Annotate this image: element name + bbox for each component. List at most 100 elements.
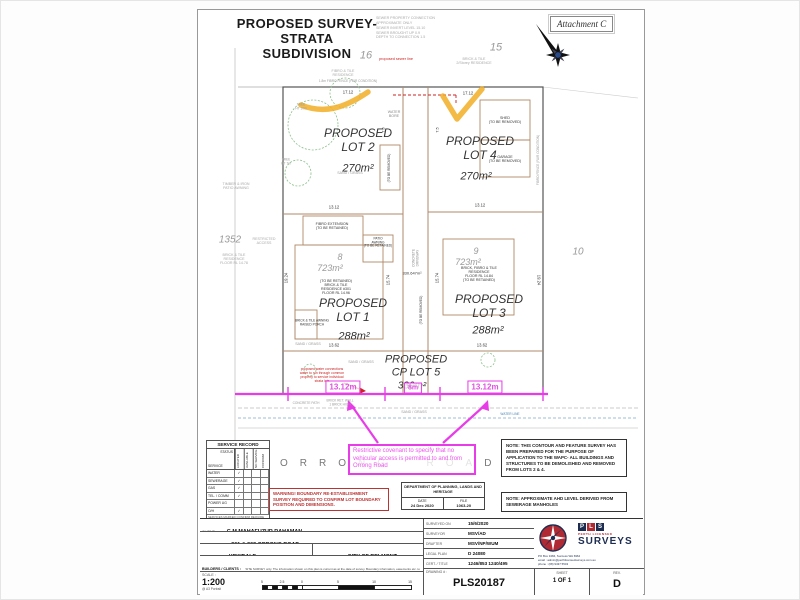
logo-tagline: PERTH LICENSED: [578, 532, 613, 536]
service-tick: [252, 485, 261, 492]
service-tick: ✓: [235, 477, 244, 484]
sewer-connection-notes: SEWER PROPERTY CONNECTION APPROXIMATE ON…: [376, 16, 435, 40]
plan-label: PROPOSED LOT 4: [445, 134, 515, 162]
scalebar-number: 5: [337, 580, 339, 584]
client-value: G M MAHAFUZUR RAHAMAN: [226, 529, 303, 532]
service-tick: ✓: [235, 485, 244, 492]
plan-label: (TO BE REMOVED): [419, 295, 424, 325]
col-confirm: CONFIRM: [261, 454, 266, 468]
address-value: 301 & 303 ORRONG ROAD: [231, 542, 299, 543]
attachment-label: Attachment C: [547, 14, 616, 34]
service-tick: [261, 485, 270, 492]
service-tick: [235, 500, 244, 507]
contour-survey-note: NOTE: THIS CONTOUR AND FEATURE SURVEY HA…: [501, 439, 627, 477]
plan-label: RESTRICTED ACCESS: [252, 236, 276, 245]
plan-label: TIMBER & IRON PATIO AWNING: [222, 181, 250, 190]
plan-label: WATER BORE: [387, 109, 401, 118]
service-tick: ✓: [235, 492, 244, 499]
service-tick: [261, 477, 270, 484]
plan-label: FIBRO EXTENSION (TO BE RETAINED): [315, 221, 349, 230]
frontage-dim-left: 13.12m: [325, 380, 361, 394]
service-tick: [244, 492, 253, 499]
col-available: AVAILABLE: [243, 449, 253, 469]
service-tick: [244, 507, 253, 514]
service-row: GAS✓: [207, 485, 270, 493]
plan-label: CONCRETE PATH: [292, 401, 320, 406]
service-tick: [252, 500, 261, 507]
plan-drawing: [234, 48, 639, 516]
scalebar-number: 2.5: [279, 580, 285, 584]
plan-label: 723m²: [317, 262, 343, 273]
tree-symbols: [284, 77, 496, 377]
service-name: GAS: [207, 485, 236, 492]
plan-label: TREE HT 10m: [295, 102, 307, 110]
service-name: WATER: [207, 470, 236, 477]
plan-label: SAND / GRASS: [295, 341, 321, 346]
authority-value: CITY OF BELMONT: [348, 554, 397, 555]
plan-label: SHED (TO BE REMOVED): [488, 115, 522, 124]
logo-compass-icon: [539, 524, 567, 552]
department-stamp: DEPARTMENT OF PLANNING, LANDS AND HERITA…: [401, 482, 485, 510]
sheet-value: 1 OF 1: [552, 578, 572, 584]
plan-label: 288m²: [338, 330, 370, 343]
covenant-note: Restrictive covenant to specify that no …: [348, 444, 476, 475]
plan-label: 723m²: [455, 256, 481, 267]
plan-label: 13.62: [328, 342, 340, 348]
surveyed-value: 15/6/2020: [468, 521, 489, 526]
plan-label: BRICK & TILE 2/Storey RESIDENCE: [456, 56, 492, 65]
plan-label: 8: [337, 251, 343, 262]
plan-label: (TO BE REMOVED): [387, 153, 392, 183]
service-row: TEL. / COMM✓: [207, 492, 270, 500]
rev-value: D: [613, 578, 621, 590]
rev-cell: REV. D: [589, 569, 644, 595]
service-tick: ✓: [235, 507, 244, 514]
service-row: WATER✓: [207, 470, 270, 478]
plan-label: 7.5: [434, 127, 440, 133]
scalebar-number: 10: [372, 580, 376, 584]
plan-label: BRICK & TILE AWNING RAISED PORCH: [294, 318, 330, 326]
plan-label: 17.12: [462, 90, 474, 96]
col-located: LOCATED: [235, 449, 244, 469]
title-block-right: SURVEYED ON 15/6/2020 SURVEYOR MSV/AD DR…: [423, 519, 644, 595]
plan-label: PROPOSED CP LOT 5: [384, 353, 448, 378]
drawing-number-cell: DRAWING # : PLS20187: [424, 569, 534, 595]
sewer-highlight: [298, 86, 485, 122]
legal-plan-row: LEGAL PLAN D 24080: [424, 549, 534, 559]
scalebar-number: 5: [261, 580, 263, 584]
service-record-table: SERVICE RECORD STATUS SERVICE LOCATED AV…: [206, 440, 270, 529]
plan-label: PROPOSED LOT 1: [318, 296, 388, 324]
client-row: CLIENT : G M MAHAFUZUR RAHAMAN: [200, 519, 423, 532]
frontage-dim-center: 8m: [403, 382, 423, 394]
plan-label: GARAGE (TO BE REMOVED): [488, 154, 522, 163]
service-row: POWER UG: [207, 500, 270, 508]
service-tick: [244, 485, 253, 492]
logo-brand: SURVEYS: [578, 536, 633, 547]
authority-cell: AUTHORITY : CITY OF BELMONT: [312, 544, 423, 556]
plan-label: 1352: [218, 234, 242, 246]
drafter-row: DRAFTER MSV/NP/WUM: [424, 539, 534, 549]
col-no-service: NO SERVICE: [252, 449, 262, 469]
plan-label: 270m²: [460, 170, 492, 183]
plan-label: 17.12: [342, 89, 354, 95]
scale-value: 1:200: [202, 577, 226, 587]
drawing-number: PLS20187: [453, 577, 505, 589]
plan-label: BRICK RET. WALL 1 BRICK HIGH: [326, 398, 354, 406]
plan-label: 288m²: [472, 324, 504, 337]
suburb-cell: SUBURB : KEWDALE: [200, 544, 312, 556]
cert-title-row: CERT. / TITLE 1246/853 1240/495: [424, 559, 534, 569]
frontage-dimension-line: [235, 387, 548, 401]
ahd-level-note: NOTE: APPROXIMATE AHD LEVEL DERIVED FROM…: [501, 492, 627, 512]
frontage-dim-right: 13.12m: [467, 380, 503, 394]
plan-label: 19.24: [283, 272, 289, 284]
service-record-title: SERVICE RECORD: [207, 441, 269, 449]
plan-label: FIBRO FENCE (FAIR CONDITION): [536, 134, 541, 186]
plan-label: SAND / GRASS: [348, 359, 374, 364]
service-tick: [244, 477, 253, 484]
suburb-value: KEWDALE: [229, 554, 256, 555]
logo-letters: P L S: [578, 523, 604, 531]
plan-label: FIBRO & TILE RESIDENCE: [331, 68, 355, 77]
warning-note: WARNING! BOUNDARY RE-ESTABLISHMENT SURVE…: [269, 488, 389, 512]
scalebar-number: 15: [408, 580, 412, 584]
service-name: TEL. / COMM: [207, 492, 236, 499]
